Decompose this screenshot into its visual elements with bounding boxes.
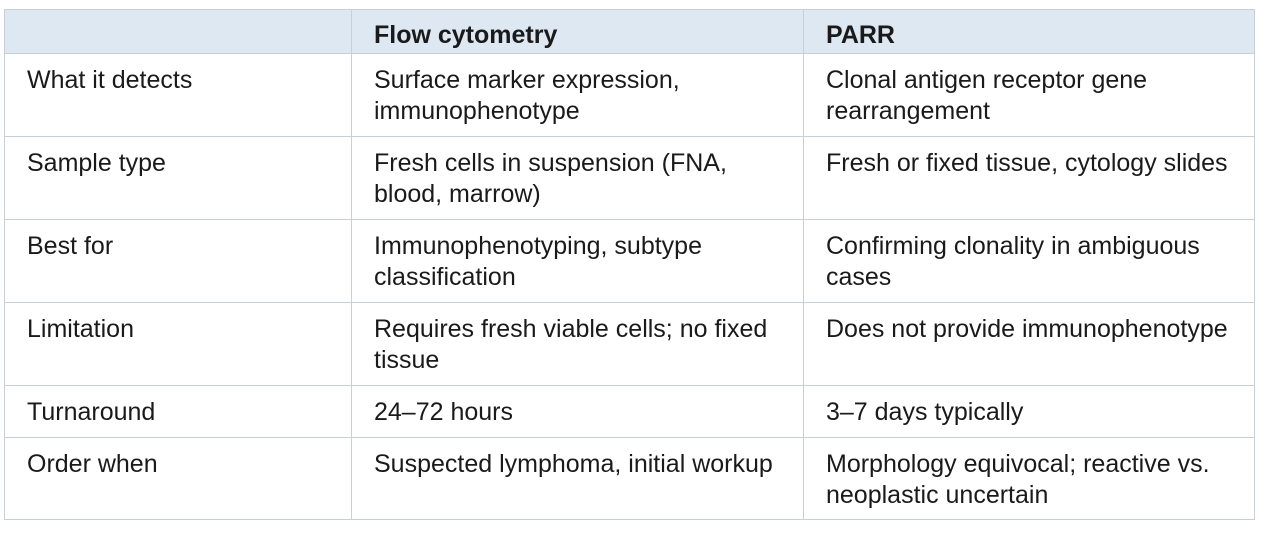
flow-cytometry-cell: Fresh cells in suspension (FNA, blood, m… <box>351 136 804 220</box>
header-parr: PARR <box>803 9 1255 54</box>
header-flow-cytometry: Flow cytometry <box>351 9 804 54</box>
row-label: Order when <box>4 437 352 520</box>
row-label: Turnaround <box>4 385 352 438</box>
table-row: Best for Immunophenotyping, subtype clas… <box>4 219 1255 303</box>
flow-cytometry-cell: Immunophenotyping, subtype classificatio… <box>351 219 804 303</box>
header-row: Flow cytometry PARR <box>4 9 1255 54</box>
flow-cytometry-cell: 24–72 hours <box>351 385 804 438</box>
table-row: Order when Suspected lymphoma, initial w… <box>4 437 1255 520</box>
table-row: Limitation Requires fresh viable cells; … <box>4 302 1255 386</box>
flow-cytometry-cell: Requires fresh viable cells; no fixed ti… <box>351 302 804 386</box>
table-row: Turnaround 24–72 hours 3–7 days typicall… <box>4 385 1255 438</box>
flow-cytometry-cell: Suspected lymphoma, initial workup <box>351 437 804 520</box>
parr-cell: Does not provide immunophenotype <box>803 302 1255 386</box>
header-cell-empty <box>4 9 352 54</box>
comparison-table: Flow cytometry PARR What it detects Surf… <box>4 9 1255 520</box>
parr-cell: Fresh or fixed tissue, cytology slides <box>803 136 1255 220</box>
row-label: What it detects <box>4 53 352 137</box>
flow-cytometry-cell: Surface marker expression, immunophenoty… <box>351 53 804 137</box>
parr-cell: Clonal antigen receptor gene rearrangeme… <box>803 53 1255 137</box>
row-label: Limitation <box>4 302 352 386</box>
table-row: What it detects Surface marker expressio… <box>4 53 1255 137</box>
row-label: Sample type <box>4 136 352 220</box>
table-row: Sample type Fresh cells in suspension (F… <box>4 136 1255 220</box>
parr-cell: Confirming clonality in ambiguous cases <box>803 219 1255 303</box>
parr-cell: 3–7 days typically <box>803 385 1255 438</box>
row-label: Best for <box>4 219 352 303</box>
table-header: Flow cytometry PARR <box>4 9 1255 54</box>
table-body: What it detects Surface marker expressio… <box>4 53 1255 520</box>
parr-cell: Morphology equivocal; reactive vs. neopl… <box>803 437 1255 520</box>
